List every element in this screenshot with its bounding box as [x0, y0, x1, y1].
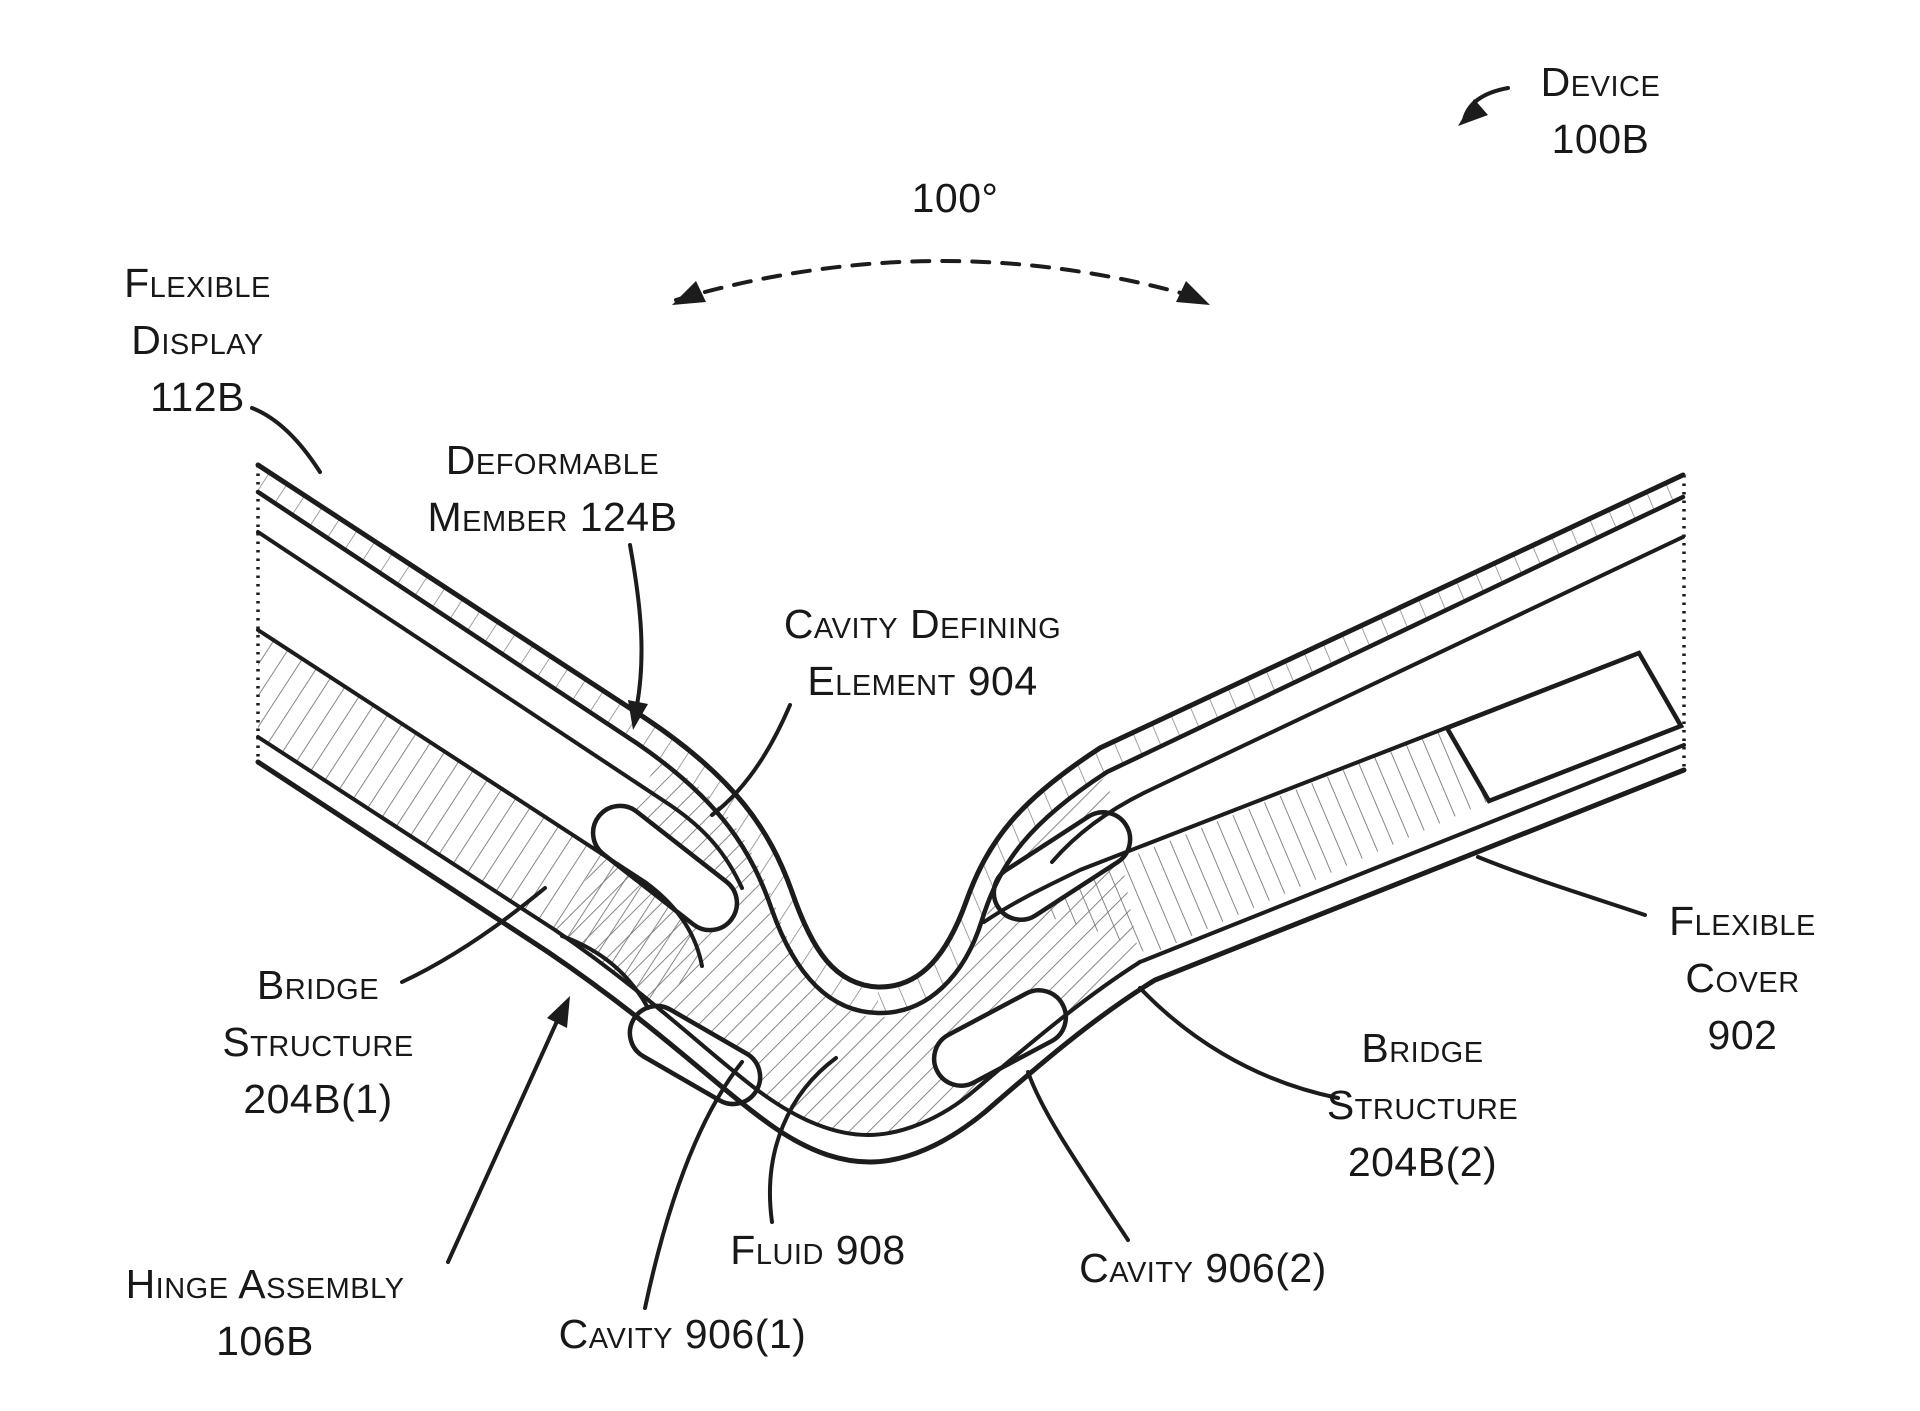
label-fluid: Fluid 908: [690, 1222, 946, 1279]
label-cavity-defining-element: Cavity Defining Element 904: [700, 596, 1145, 710]
deformable-member-arrowhead: [628, 700, 648, 730]
cavity-1-leader: [643, 1060, 744, 1310]
display-outer-line: [255, 462, 1686, 990]
flexible-display-leader: [250, 406, 322, 474]
hinge-assembly-leader: [446, 1006, 565, 1264]
label-cavity-1-line1: Cavity 906(1): [558, 1311, 807, 1357]
angle-value: 100°: [911, 175, 999, 221]
label-cavity-defining-element-line1: Cavity Defining: [783, 601, 1062, 647]
fluid-leader: [767, 1056, 838, 1224]
cavity-906-2-upper-finger: [991, 810, 1133, 922]
cavity-906-2-lower-finger: [931, 988, 1069, 1088]
cover-outer-line: [255, 759, 1687, 1165]
label-bridge-structure-2-line2: Structure: [1326, 1082, 1519, 1128]
label-deformable-member-line2: Member 124B: [427, 494, 678, 540]
bridge-structure-2-region: [1000, 728, 1489, 955]
right-arm-block: [1443, 650, 1685, 804]
cavities: [590, 803, 1133, 1107]
angle-arc-left-arrowhead: [672, 281, 706, 305]
label-cavity-2-line1: Cavity 906(2): [1079, 1245, 1327, 1291]
bridge-structure-1-region: [258, 630, 702, 1008]
label-bridge-structure-1-line2: Structure: [222, 1019, 414, 1065]
label-flexible-cover: Flexible Cover 902: [1640, 893, 1845, 1064]
hinge-assembly-arrowhead: [547, 996, 570, 1028]
cavity-906-1-upper-finger: [590, 803, 740, 933]
label-cavity-defining-element-line2: Element 904: [807, 658, 1038, 704]
arrowheads: [547, 99, 1488, 1028]
label-cavity-2: Cavity 906(2): [1045, 1240, 1361, 1297]
label-flexible-cover-line3: 902: [1707, 1012, 1778, 1058]
device-arrowhead: [1458, 99, 1488, 126]
label-fluid-line1: Fluid 908: [730, 1227, 906, 1273]
label-cavity-1: Cavity 906(1): [530, 1306, 835, 1363]
bridge-structure-1-leader: [400, 886, 547, 984]
label-angle: 100°: [880, 170, 1030, 227]
label-device-line2: 100B: [1551, 116, 1650, 162]
label-bridge-structure-1-line3: 204B(1): [243, 1076, 393, 1122]
label-hinge-assembly-line1: Hinge Assembly: [125, 1261, 405, 1307]
annotations: [250, 86, 1647, 1310]
label-flexible-cover-line1: Flexible: [1669, 898, 1816, 944]
flexible-display-band-right: [878, 475, 1683, 1014]
label-device-line1: Device: [1540, 59, 1661, 105]
cover-inner-line: [256, 735, 1686, 1138]
label-flexible-display-line1: Flexible: [124, 260, 271, 306]
label-bridge-structure-2-line3: 204B(2): [1347, 1139, 1498, 1185]
cavity-2-leader: [1026, 1070, 1130, 1242]
label-flexible-display: Flexible Display 112B: [75, 255, 320, 426]
flexible-display-band-left: [258, 465, 878, 1013]
label-bridge-structure-1: Bridge Structure 204B(1): [180, 957, 456, 1128]
label-flexible-cover-line2: Cover: [1685, 955, 1800, 1001]
display-inner-line: [255, 489, 1686, 1016]
label-bridge-structure-1-line1: Bridge: [256, 962, 380, 1008]
bridge-2-top-line: [982, 651, 1641, 924]
angle-arc: [674, 259, 1208, 302]
label-hinge-assembly-line2: 106B: [216, 1318, 314, 1364]
hinge-cross-section: [255, 462, 1687, 1165]
display-bottom-line-left: [256, 530, 744, 890]
cavity-defining-element-leader: [710, 703, 792, 817]
bridge-1-top-line: [256, 628, 704, 968]
label-bridge-structure-2: Bridge Structure 204B(2): [1285, 1020, 1560, 1191]
label-deformable-member: Deformable Member 124B: [330, 432, 775, 546]
flexible-cover-leader: [1476, 855, 1647, 917]
label-device: Device 100B: [1498, 54, 1703, 168]
label-hinge-assembly: Hinge Assembly 106B: [60, 1256, 470, 1370]
deformable-member-leader: [628, 543, 644, 722]
display-bottom-line-right: [1050, 535, 1685, 864]
angle-arc-right-arrowhead: [1176, 281, 1210, 305]
label-bridge-structure-2-line1: Bridge: [1361, 1025, 1484, 1071]
bridge-structure-2-leader: [1138, 986, 1340, 1100]
label-flexible-display-line2: Display: [131, 317, 264, 363]
label-deformable-member-line1: Deformable: [445, 437, 660, 483]
label-flexible-display-line3: 112B: [150, 374, 245, 420]
